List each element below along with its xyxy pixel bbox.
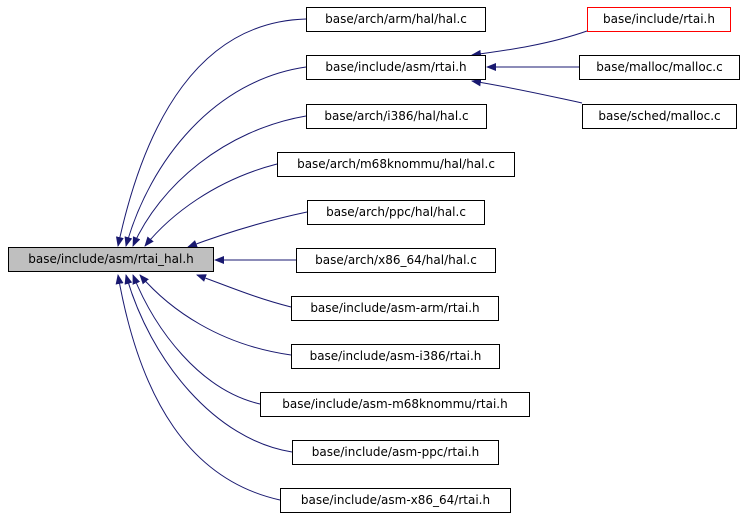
edge-include-rtai-h: [471, 30, 588, 58]
edge-asm-i386-rtai-h: [139, 274, 292, 356]
includer-node[interactable]: base/arch/ppc/hal/hal.c: [307, 200, 485, 225]
edge-arm-hal-c: [115, 18, 307, 247]
edge-ppc-hal-c: [187, 211, 308, 248]
includer-node[interactable]: base/include/asm-x86_64/rtai.h: [280, 488, 511, 513]
edge-asm-x86_64-rtai-h: [115, 274, 281, 501]
includer-node[interactable]: base/include/asm/rtai.h: [306, 55, 486, 80]
includer-node[interactable]: base/arch/i386/hal/hal.c: [306, 104, 487, 129]
edge-asm-m68knommu-rtai-h: [132, 274, 261, 405]
edge-sched-malloc-c: [471, 78, 583, 104]
edge-asm-arm-rtai-h: [196, 274, 292, 308]
edge-m68knommu-hal-c: [144, 163, 278, 247]
includer-node[interactable]: base/arch/arm/hal/hal.c: [306, 7, 486, 32]
edges: [115, 18, 588, 501]
includer-node[interactable]: base/include/asm-ppc/rtai.h: [292, 440, 499, 465]
root-node: base/include/asm/rtai_hal.h: [8, 247, 214, 272]
edge-asm-rtai-h: [124, 66, 307, 247]
edge-asm-ppc-rtai-h: [124, 274, 293, 453]
includer-node-external[interactable]: base/include/rtai.h: [587, 7, 731, 32]
includer-node[interactable]: base/arch/x86_64/hal/hal.c: [296, 248, 496, 273]
includer-node[interactable]: base/include/asm-m68knommu/rtai.h: [260, 392, 530, 417]
includer-node[interactable]: base/include/asm-arm/rtai.h: [291, 296, 499, 321]
includer-node[interactable]: base/malloc/malloc.c: [579, 55, 740, 80]
edge-i386-hal-c: [132, 115, 307, 247]
includer-node[interactable]: base/sched/malloc.c: [582, 104, 737, 129]
includer-node[interactable]: base/arch/m68knommu/hal/hal.c: [277, 152, 515, 177]
includer-node[interactable]: base/include/asm-i386/rtai.h: [291, 344, 500, 369]
